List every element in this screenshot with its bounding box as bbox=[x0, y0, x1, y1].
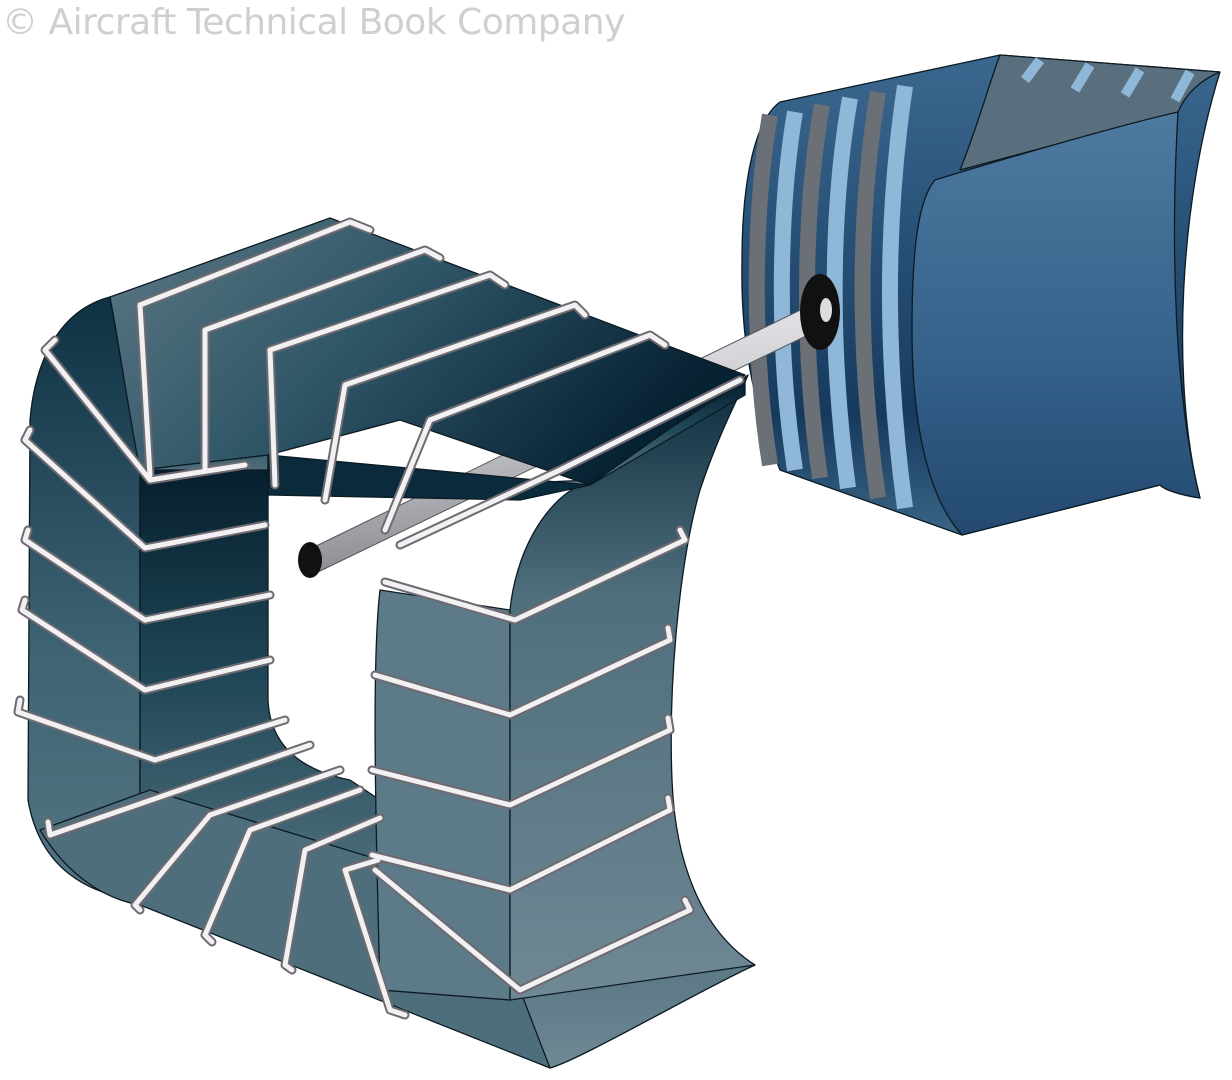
winding-turn bbox=[322, 302, 588, 503]
armature-laminations bbox=[748, 57, 1195, 510]
magnetic-core bbox=[27, 217, 756, 1069]
winding-turn bbox=[382, 527, 688, 623]
winding-turn bbox=[382, 332, 668, 533]
winding-turn bbox=[22, 427, 268, 551]
winding-turn bbox=[372, 867, 693, 993]
winding-turn bbox=[267, 272, 508, 488]
winding-turn bbox=[19, 597, 273, 693]
winding-turn bbox=[202, 247, 443, 473]
winding-turn bbox=[45, 742, 313, 838]
winding-turn bbox=[132, 767, 343, 913]
winding-turn bbox=[202, 787, 363, 945]
winding-turn bbox=[397, 377, 743, 548]
winding-turn bbox=[42, 337, 248, 483]
winding-turn bbox=[137, 219, 373, 478]
coil-windings bbox=[13, 217, 745, 1020]
winding-turn bbox=[369, 795, 673, 893]
winding-turn bbox=[15, 697, 288, 763]
winding-turn bbox=[342, 857, 408, 1018]
shaft-bearing bbox=[800, 274, 840, 350]
armature bbox=[741, 54, 1221, 536]
winding-turn bbox=[369, 715, 673, 808]
winding-turn bbox=[372, 625, 673, 718]
winding-turn bbox=[282, 815, 383, 973]
copyright-watermark: © Aircraft Technical Book Company bbox=[2, 2, 625, 43]
winding-turn bbox=[22, 527, 273, 623]
shaft-end bbox=[298, 542, 322, 578]
